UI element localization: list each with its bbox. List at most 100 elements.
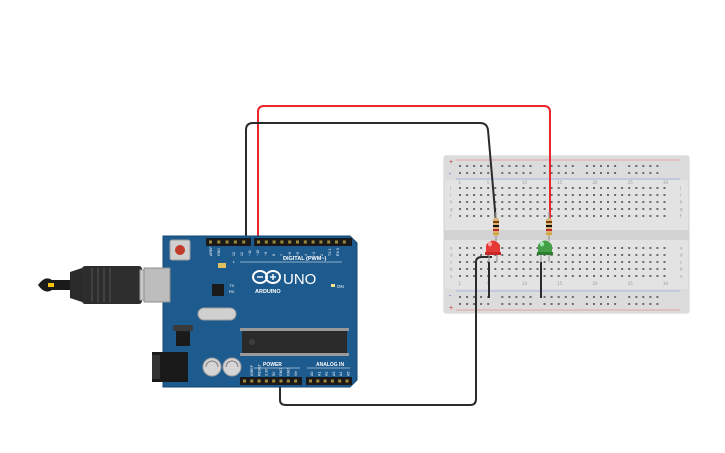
rail-hole[interactable]	[635, 165, 638, 167]
rail-hole[interactable]	[628, 296, 631, 298]
breadboard-hole[interactable]	[649, 201, 652, 203]
breadboard-hole[interactable]	[600, 247, 602, 249]
breadboard-hole[interactable]	[649, 194, 652, 196]
header-pin[interactable]	[296, 240, 299, 244]
breadboard-hole[interactable]	[522, 247, 525, 249]
breadboard-hole[interactable]	[466, 254, 469, 256]
breadboard-hole[interactable]	[621, 208, 624, 210]
breadboard-hole[interactable]	[593, 268, 595, 270]
breadboard-hole[interactable]	[656, 215, 659, 217]
breadboard-hole[interactable]	[600, 194, 602, 196]
breadboard-hole[interactable]	[564, 261, 567, 263]
rail-hole[interactable]	[607, 172, 609, 174]
header-pin[interactable]	[286, 379, 290, 383]
breadboard-hole[interactable]	[571, 208, 574, 210]
breadboard-hole[interactable]	[494, 201, 497, 203]
rail-hole[interactable]	[501, 296, 504, 298]
rail-hole[interactable]	[480, 165, 483, 167]
breadboard-hole[interactable]	[543, 201, 546, 203]
breadboard-hole[interactable]	[642, 275, 645, 277]
wires[interactable]	[245, 105, 551, 406]
rail-hole[interactable]	[642, 172, 645, 174]
breadboard-hole[interactable]	[543, 275, 546, 277]
rail-hole[interactable]	[459, 296, 461, 298]
led-red[interactable]	[485, 240, 501, 263]
breadboard-hole[interactable]	[571, 254, 574, 256]
breadboard-hole[interactable]	[621, 275, 624, 277]
header-pin[interactable]	[345, 379, 349, 383]
breadboard-hole[interactable]	[466, 261, 469, 263]
breadboard-hole[interactable]	[480, 275, 483, 277]
breadboard-hole[interactable]	[621, 187, 624, 189]
rail-hole[interactable]	[656, 165, 659, 167]
breadboard-hole[interactable]	[487, 194, 490, 196]
rail-hole[interactable]	[593, 303, 595, 305]
breadboard-hole[interactable]	[550, 208, 553, 210]
breadboard-hole[interactable]	[593, 215, 595, 217]
breadboard-hole[interactable]	[663, 194, 666, 196]
breadboard-hole[interactable]	[642, 194, 645, 196]
breadboard-holes[interactable]	[459, 165, 666, 305]
breadboard-hole[interactable]	[578, 215, 581, 217]
header-pin[interactable]	[335, 240, 338, 244]
breadboard-hole[interactable]	[614, 268, 617, 270]
breadboard-hole[interactable]	[656, 187, 659, 189]
breadboard-hole[interactable]	[607, 208, 609, 210]
breadboard-hole[interactable]	[557, 254, 560, 256]
breadboard-hole[interactable]	[614, 194, 617, 196]
breadboard-hole[interactable]	[607, 201, 609, 203]
breadboard-hole[interactable]	[557, 194, 560, 196]
breadboard-hole[interactable]	[564, 187, 567, 189]
rail-hole[interactable]	[557, 172, 560, 174]
breadboard-hole[interactable]	[508, 268, 511, 270]
breadboard-hole[interactable]	[593, 201, 595, 203]
rail-hole[interactable]	[487, 165, 490, 167]
rail-hole[interactable]	[649, 172, 652, 174]
breadboard-hole[interactable]	[515, 215, 518, 217]
breadboard-hole[interactable]	[642, 261, 645, 263]
breadboard-hole[interactable]	[522, 194, 525, 196]
breadboard-hole[interactable]	[536, 208, 539, 210]
rail-hole[interactable]	[593, 296, 595, 298]
rail-hole[interactable]	[480, 172, 483, 174]
breadboard-hole[interactable]	[480, 208, 483, 210]
breadboard-hole[interactable]	[614, 261, 617, 263]
breadboard-hole[interactable]	[578, 194, 581, 196]
breadboard-hole[interactable]	[550, 201, 553, 203]
rail-hole[interactable]	[656, 296, 659, 298]
breadboard-hole[interactable]	[508, 215, 511, 217]
header-pin[interactable]	[225, 240, 229, 244]
rail-hole[interactable]	[529, 296, 532, 298]
breadboard-hole[interactable]	[480, 268, 483, 270]
header-pin[interactable]	[250, 379, 254, 383]
rail-hole[interactable]	[522, 172, 525, 174]
breadboard-hole[interactable]	[571, 194, 574, 196]
breadboard-hole[interactable]	[550, 275, 553, 277]
breadboard-hole[interactable]	[487, 208, 490, 210]
rail-hole[interactable]	[529, 303, 532, 305]
breadboard-hole[interactable]	[649, 261, 652, 263]
header-pin[interactable]	[330, 379, 334, 383]
breadboard-hole[interactable]	[557, 215, 560, 217]
rail-hole[interactable]	[628, 303, 631, 305]
breadboard-hole[interactable]	[459, 194, 461, 196]
rail-hole[interactable]	[480, 303, 483, 305]
breadboard-hole[interactable]	[642, 247, 645, 249]
breadboard-hole[interactable]	[487, 215, 490, 217]
breadboard-hole[interactable]	[550, 187, 553, 189]
rail-hole[interactable]	[508, 296, 511, 298]
breadboard-hole[interactable]	[473, 261, 476, 263]
rail-hole[interactable]	[557, 296, 560, 298]
breadboard-hole[interactable]	[593, 275, 595, 277]
breadboard-hole[interactable]	[522, 215, 525, 217]
rail-hole[interactable]	[522, 165, 525, 167]
rail-hole[interactable]	[473, 172, 476, 174]
breadboard-hole[interactable]	[515, 208, 518, 210]
rail-hole[interactable]	[635, 172, 638, 174]
breadboard-hole[interactable]	[508, 254, 511, 256]
breadboard-hole[interactable]	[585, 187, 588, 189]
rail-hole[interactable]	[501, 165, 504, 167]
breadboard-hole[interactable]	[466, 268, 469, 270]
breadboard-hole[interactable]	[649, 275, 652, 277]
breadboard-hole[interactable]	[522, 275, 525, 277]
